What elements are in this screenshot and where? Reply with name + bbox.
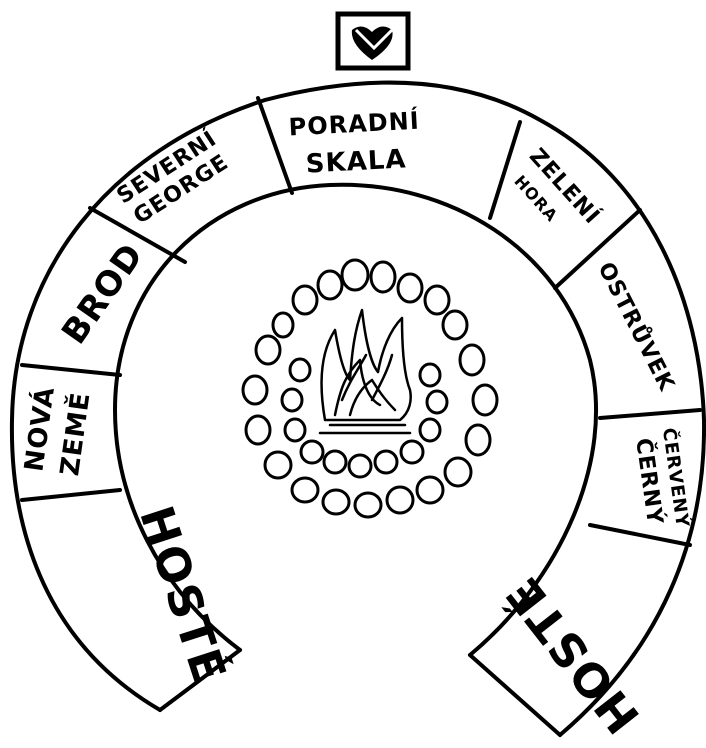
inner-stone-ring	[282, 359, 447, 477]
segment-label-hoste-left: HOSTÉ	[129, 499, 237, 690]
segment-label-skala: SKALA	[305, 144, 407, 179]
segment-label-poradni: PORADNÍ	[288, 106, 420, 142]
outer-stone-ring	[243, 260, 497, 517]
heart-in-box-icon	[338, 14, 408, 68]
outer-ring	[12, 83, 704, 735]
segment-label-brod: BROD	[54, 236, 152, 352]
segment-cerveny-cerny: ČERVENÝ ČERNÝ	[629, 426, 694, 533]
segment-label-zeme: ZEMĚ	[53, 390, 96, 478]
segment-nova-zeme: NOVÁ ZEMĚ	[17, 384, 96, 478]
campfire-icon	[243, 260, 497, 517]
flame-sketch	[320, 310, 411, 433]
segment-poradni-skala: PORADNÍ SKALA	[288, 106, 422, 181]
segment-zeleni-hora: ZELENÍ HORA	[505, 143, 606, 247]
segment-label-hoste-right: HOSTÉ	[495, 566, 651, 744]
segment-label-ostruvek: OSTRŮVEK	[593, 258, 680, 396]
segment-label-nova: NOVÁ	[17, 384, 61, 473]
